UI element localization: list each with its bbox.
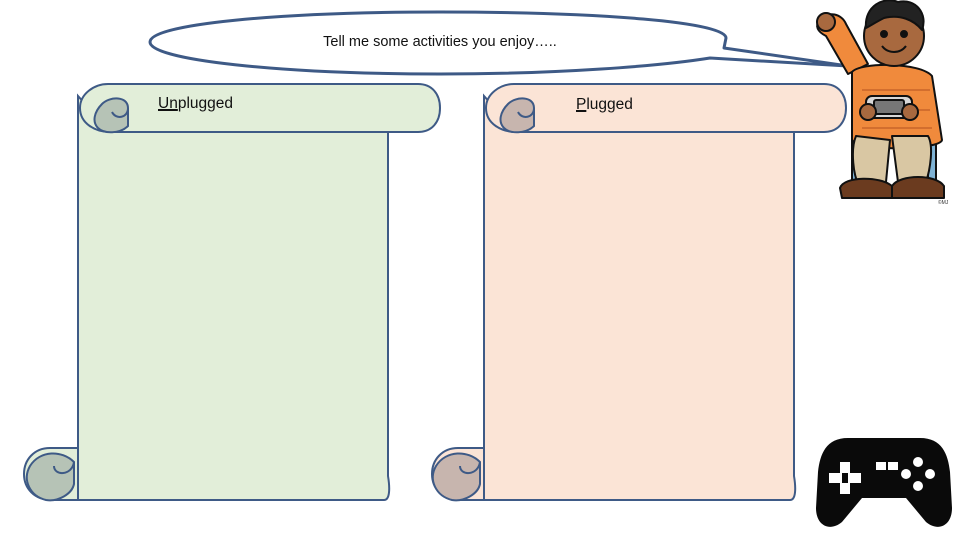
artist-signature: ©MJ [938,200,949,206]
plugged-top-curl [499,97,535,134]
unplugged-heading-rest: plugged [177,95,233,112]
unplugged-heading-underlined: Un [158,95,178,112]
game-controller-icon [816,438,952,527]
plugged-heading: Plugged [576,96,633,114]
speech-bubble [148,10,850,76]
unplugged-bottom-curl [25,452,75,502]
plugged-scroll [430,83,848,502]
plugged-bottom-curl [431,452,481,502]
unplugged-heading: Unplugged [158,95,233,113]
unplugged-top-curl [93,97,129,134]
plugged-heading-underlined: P [576,96,587,113]
plugged-heading-rest: lugged [586,96,633,113]
speech-bubble-text: Tell me some activities you enjoy….. [323,34,557,50]
unplugged-scroll [22,83,442,502]
child-with-handheld-game-icon [816,0,945,199]
